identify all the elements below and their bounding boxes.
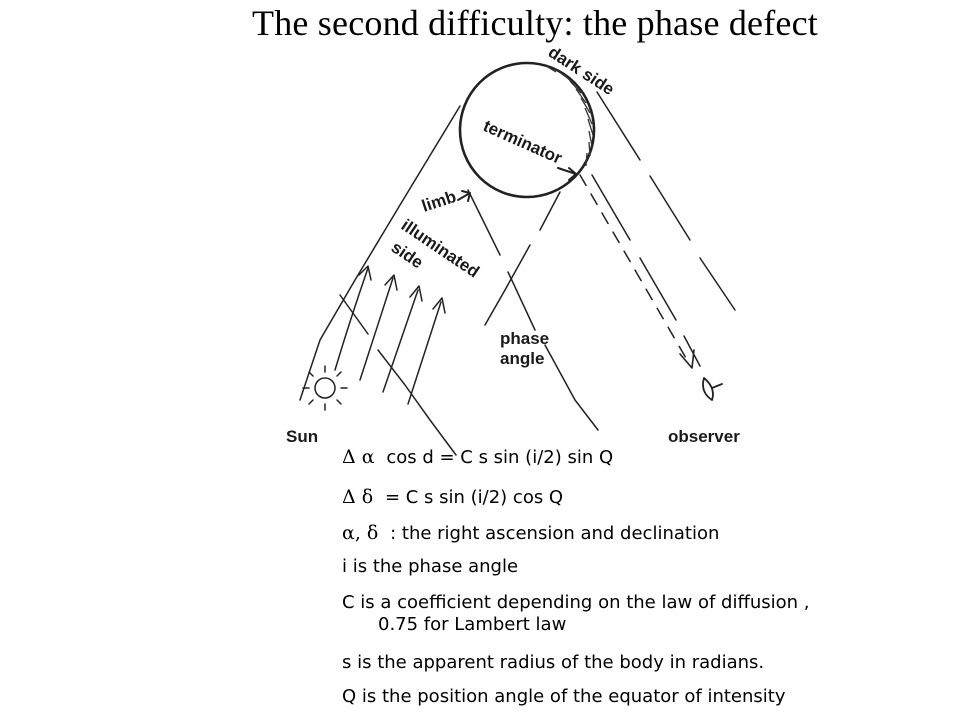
beam-line-lower — [339, 294, 457, 456]
label-phase: phase — [500, 329, 549, 348]
label-sun: Sun — [286, 427, 318, 446]
definition-symbols: α, δ — [342, 522, 379, 544]
sun-icon — [302, 365, 348, 411]
observer-eye — [702, 377, 723, 401]
slide-title: The second difficulty: the phase defect — [252, 3, 818, 43]
label-limb: limb — [419, 187, 458, 216]
definition-symbols-text: : the right ascension and declination — [390, 523, 720, 544]
equation-1-symbols: Δ α — [342, 446, 375, 468]
definition-alpha-delta: α, δ : the right ascension and declinati… — [342, 522, 719, 545]
equation-1-text: cos d = C s sin (i/2) sin Q — [386, 447, 614, 468]
observer-line-lower — [591, 174, 701, 367]
definition-i: i is the phase angle — [342, 556, 519, 577]
label-observer: observer — [668, 427, 740, 446]
terminator-pointer-arrow — [557, 167, 577, 181]
limb-pointer-arrow — [457, 190, 471, 202]
beam-line-inner — [467, 189, 536, 331]
definition-s: s is the apparent radius of the body in … — [342, 652, 765, 673]
equation-delta-alpha: Δ α cos d = C s sin (i/2) sin Q — [342, 446, 613, 469]
beam-line-lower-right — [544, 344, 599, 431]
dark-side-hatching — [545, 65, 594, 167]
beam-line-upper — [299, 105, 461, 401]
planet-circle — [458, 61, 596, 199]
definition-c-line2: 0.75 for Lambert law — [378, 614, 567, 635]
observer-dashed-line — [579, 174, 691, 366]
definition-c-line1: C is a coefficient depending on the law … — [342, 592, 810, 613]
definition-q: Q is the position angle of the equator o… — [342, 686, 786, 707]
equation-2-text: = C s sin (i/2) cos Q — [384, 487, 564, 508]
observer-arrowhead — [679, 349, 695, 369]
label-angle: angle — [500, 349, 544, 368]
light-arrows — [334, 265, 446, 405]
label-terminator: terminator — [480, 116, 565, 168]
observer-line-upper — [596, 91, 736, 311]
equation-delta-delta: Δ δ = C s sin (i/2) cos Q — [342, 486, 563, 509]
beam-line-right — [484, 191, 561, 326]
equation-2-symbols: Δ δ — [342, 486, 374, 508]
